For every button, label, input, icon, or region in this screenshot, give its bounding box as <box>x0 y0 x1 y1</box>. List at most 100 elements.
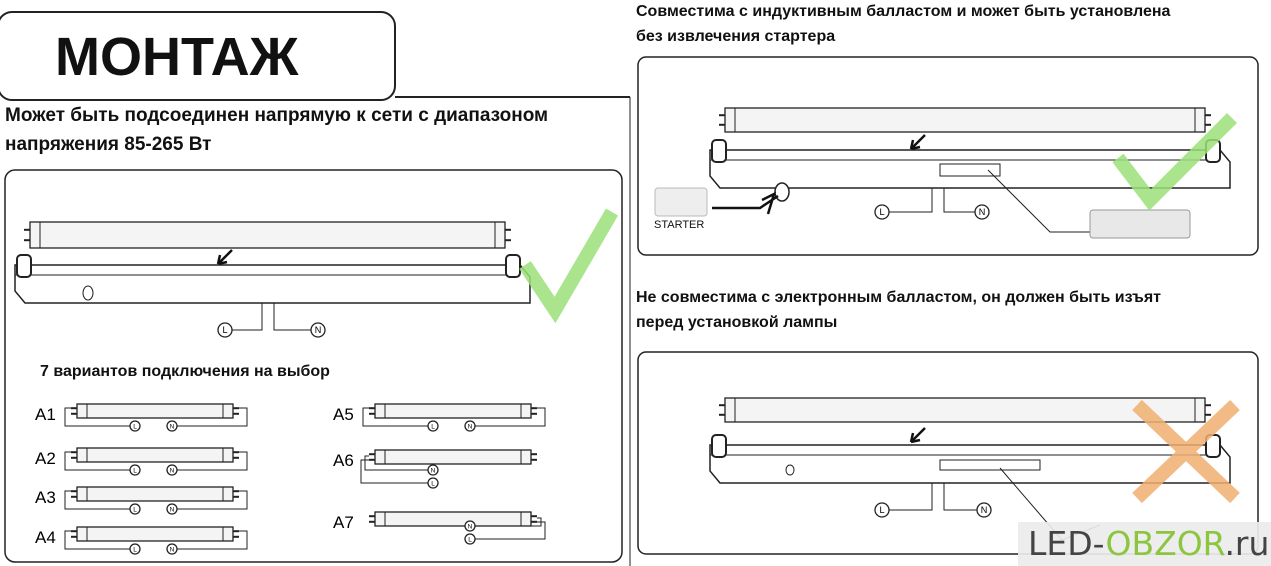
terminal-label: L <box>879 505 884 515</box>
bottom-right-panel <box>637 351 1259 555</box>
starter-label: STARTER <box>654 219 705 231</box>
variants-heading: 7 вариантов подключения на выбор <box>40 363 330 380</box>
terminal-label: N <box>981 505 988 515</box>
tube <box>374 403 532 419</box>
variant-wire <box>470 521 546 540</box>
watermark-logo: LED-OBZOR.ru <box>1018 522 1271 566</box>
wire <box>889 188 933 213</box>
fixture-hole <box>785 464 795 476</box>
starter-arrow-icon <box>712 191 779 215</box>
checkmark-icon <box>519 208 619 324</box>
compatible-line2: без извлечения стартера <box>636 28 836 45</box>
variant-label: A4 <box>35 528 56 547</box>
lampholder <box>16 254 32 278</box>
tube <box>29 221 506 249</box>
terminal-N <box>464 520 476 532</box>
ballast-photo <box>1089 209 1191 239</box>
terminal-label: N <box>468 423 473 430</box>
variant-label: A2 <box>35 449 56 468</box>
arrow-icon <box>909 427 926 444</box>
terminal-L <box>129 464 141 476</box>
left-description-line1: Может быть подсоединен напрямую к сети с… <box>5 105 549 126</box>
incompatible-line2: перед установкой лампы <box>636 314 838 331</box>
tube <box>724 397 1206 423</box>
cross-icon <box>1132 399 1240 504</box>
terminal-N <box>166 464 178 476</box>
terminal-N <box>427 464 439 476</box>
terminal-label: L <box>879 207 884 217</box>
variant-label: A1 <box>35 405 56 424</box>
variant-label: A3 <box>35 488 56 507</box>
terminal-L <box>464 533 476 545</box>
terminal-L <box>129 420 141 432</box>
variant-wire <box>172 490 248 510</box>
starter-photo <box>654 187 708 217</box>
starter-socket <box>774 182 790 202</box>
variant-wire <box>362 407 433 427</box>
variant-wire <box>172 451 248 471</box>
title-box <box>0 11 396 101</box>
terminal-label: L <box>133 423 137 430</box>
ballast <box>939 459 1041 471</box>
left-panel <box>4 169 623 563</box>
variant-wire <box>364 455 433 471</box>
terminal-N <box>464 420 476 432</box>
wire <box>943 188 975 213</box>
lampholder <box>711 434 727 458</box>
terminal-label: N <box>170 546 175 553</box>
terminal-label: N <box>170 467 175 474</box>
terminal-label: L <box>431 423 435 430</box>
arrow-icon <box>216 249 233 266</box>
terminal-L <box>874 204 890 220</box>
terminal-L <box>427 420 439 432</box>
terminal-label: N <box>170 506 175 513</box>
arrow-icon <box>909 134 926 151</box>
variant-wire <box>64 451 135 471</box>
terminal-N <box>166 503 178 515</box>
wire <box>273 303 311 331</box>
variant-label: A6 <box>333 451 354 470</box>
tube <box>374 449 532 465</box>
terminal-label: L <box>431 480 435 487</box>
page-title: МОНТАЖ <box>55 27 299 87</box>
ballast <box>939 163 1001 177</box>
variant-wire <box>470 407 546 427</box>
fixture-hole <box>82 285 94 301</box>
wire <box>889 483 933 511</box>
terminal-N <box>166 543 178 555</box>
tube <box>76 486 234 502</box>
variant-wire <box>360 459 433 484</box>
variant-wire <box>172 530 248 550</box>
terminal-N <box>166 420 178 432</box>
wire <box>232 303 263 331</box>
terminal-label: L <box>133 506 137 513</box>
terminal-N <box>310 322 326 338</box>
terminal-L <box>129 543 141 555</box>
terminal-label: N <box>468 523 473 530</box>
terminal-label: N <box>431 467 436 474</box>
top-right-panel <box>637 56 1259 256</box>
compatible-line1: Совместима с индуктивным балластом и мож… <box>636 3 1171 20</box>
left-description-line2: напряжения 85-265 Вт <box>5 134 212 155</box>
terminal-L <box>129 503 141 515</box>
variant-wire <box>64 490 135 510</box>
tube <box>76 447 234 463</box>
terminal-label: L <box>133 546 137 553</box>
tube <box>724 107 1206 133</box>
variant-label: A5 <box>333 405 354 424</box>
variant-label: A7 <box>333 513 354 532</box>
checkmark-icon <box>1112 113 1237 211</box>
terminal-L <box>874 502 890 518</box>
incompatible-line1: Не совместима с электронным балластом, о… <box>636 289 1161 306</box>
terminal-N <box>976 502 992 518</box>
terminal-label: N <box>979 207 986 217</box>
variant-wire <box>64 530 135 550</box>
ballast-pointer <box>987 169 1090 233</box>
lampholder <box>711 139 727 163</box>
wire <box>943 483 977 511</box>
terminal-label: N <box>170 423 175 430</box>
